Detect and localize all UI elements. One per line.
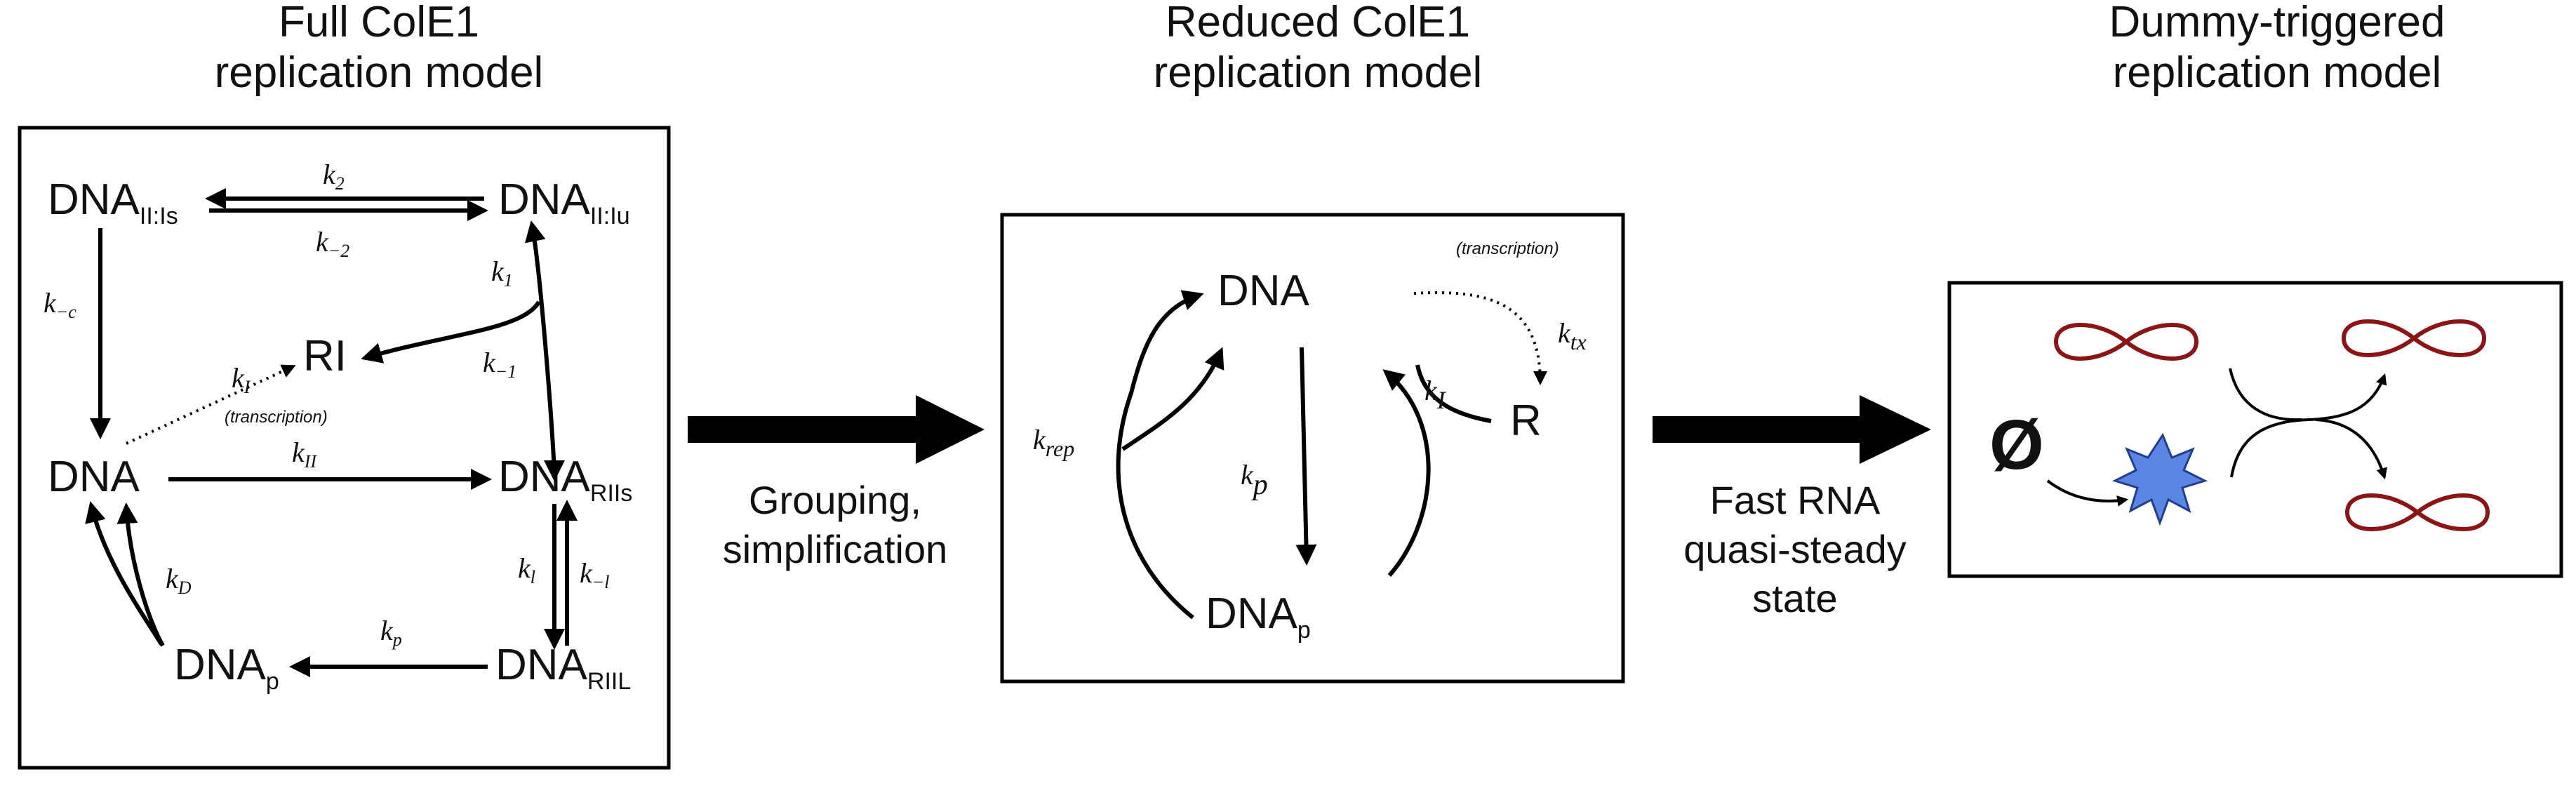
rate-k-p: kp [380, 615, 402, 650]
dummy-model-panel: Dummy-triggered replication model Ø [1947, 0, 2563, 578]
edge-k-d-second [116, 502, 165, 647]
node-dna-p: DNAp [174, 641, 279, 695]
dummy-edge-plasmid-in [2229, 368, 2302, 422]
node-dna-ii-is: DNAII:Is [48, 175, 178, 229]
rate-k-minus-l: k−l [580, 557, 610, 592]
dummy-edge-output-top [2230, 373, 2387, 478]
svg-text:DNAII:Is: DNAII:Is [48, 175, 178, 229]
plasmid-icon [2053, 323, 2199, 361]
rate-k-l: kl [518, 552, 535, 587]
full-transcription-label: (transcription) [225, 408, 328, 427]
transition-2-line3: state [1752, 576, 1837, 620]
reduced-rate-k-i: kI [1424, 375, 1447, 414]
rate-k-ii: kII [292, 437, 317, 472]
reduced-edge-krep-upper [1116, 290, 1204, 620]
transition-2-line1: Fast RNA [1710, 478, 1881, 522]
svg-text:DNAp: DNAp [174, 641, 279, 695]
rate-k-minus2: k−2 [316, 226, 349, 261]
rate-k2: k2 [323, 159, 345, 194]
transition-1: Grouping, simplification [688, 395, 985, 571]
dummy-star-icon [2112, 432, 2208, 526]
plasmid-icon [2341, 319, 2487, 357]
reduced-rate-k-tx: ktx [1558, 317, 1587, 354]
reduced-rate-k-p: kp [1241, 459, 1268, 501]
full-model-panel: Full ColE1 replication model DNAII:Is DN… [18, 0, 671, 770]
node-dna-riil: DNARIIL [495, 641, 631, 695]
dummy-model-box [1947, 281, 2563, 578]
transition-2-line2: quasi-steady [1683, 527, 1907, 571]
transition-2-arrow [1653, 395, 1931, 464]
edge-to-ri [361, 300, 541, 364]
node-dna: DNA [48, 453, 140, 501]
transition-1-arrow [688, 395, 985, 464]
reduced-edge-ki-input [1415, 364, 1492, 423]
svg-text:DNARIIs: DNARIIs [498, 453, 632, 507]
reduced-node-dna: DNA [1217, 267, 1310, 315]
node-dna-riis: DNARIIs [498, 453, 632, 507]
svg-text:DNARIIL: DNARIIL [495, 641, 631, 695]
reduced-node-dna-p: DNAp [1206, 590, 1311, 644]
reduced-rate-k-rep: krep [1033, 424, 1074, 461]
reduced-edge-ki-arc [1382, 369, 1431, 577]
dummy-edge-output-bottom [2315, 418, 2387, 480]
transition-1-line1: Grouping, [749, 478, 921, 522]
empty-set-symbol: Ø [1989, 406, 2044, 484]
rate-k-i: kI [232, 362, 251, 397]
reduced-node-r: R [1510, 397, 1542, 445]
node-ri: RI [303, 332, 347, 380]
reduced-model-box [1000, 213, 1625, 684]
dummy-edge-production [2046, 479, 2129, 507]
plasmid-icon [2344, 493, 2490, 531]
dummy-model-title-line2: replication model [2113, 48, 2442, 97]
edge-k-d [85, 501, 163, 646]
reduced-edge-krep-lower [1121, 347, 1224, 451]
edge-k1-k-minus1 [524, 220, 565, 481]
full-model-title-line1: Full ColE1 [279, 0, 479, 46]
reduced-edge-transcription [1413, 291, 1547, 385]
node-dna-ii-iu: DNAII:Iu [498, 175, 630, 229]
reduced-model-title-line1: Reduced ColE1 [1166, 0, 1470, 46]
rate-k1: k1 [491, 255, 513, 291]
svg-text:DNAp: DNAp [1206, 590, 1311, 644]
reduced-model-panel: Reduced ColE1 replication model DNA R DN… [1000, 0, 1625, 684]
transition-2: Fast RNA quasi-steady state [1653, 395, 1931, 620]
full-model-box [18, 126, 671, 770]
rate-k-minus-c: k−c [44, 287, 76, 322]
full-model-title-line2: replication model [215, 48, 544, 97]
rate-k-d: kD [166, 563, 192, 598]
transition-1-line2: simplification [723, 527, 948, 571]
dummy-model-title-line1: Dummy-triggered [2109, 0, 2445, 46]
reduced-edge-kp [1295, 347, 1317, 566]
rate-k-minus1: k−1 [483, 347, 516, 382]
reduced-model-title-line2: replication model [1154, 48, 1483, 97]
edge-transcription-ri [126, 364, 296, 445]
reduced-transcription-label: (transcription) [1456, 239, 1559, 258]
svg-text:DNAII:Iu: DNAII:Iu [498, 175, 630, 229]
